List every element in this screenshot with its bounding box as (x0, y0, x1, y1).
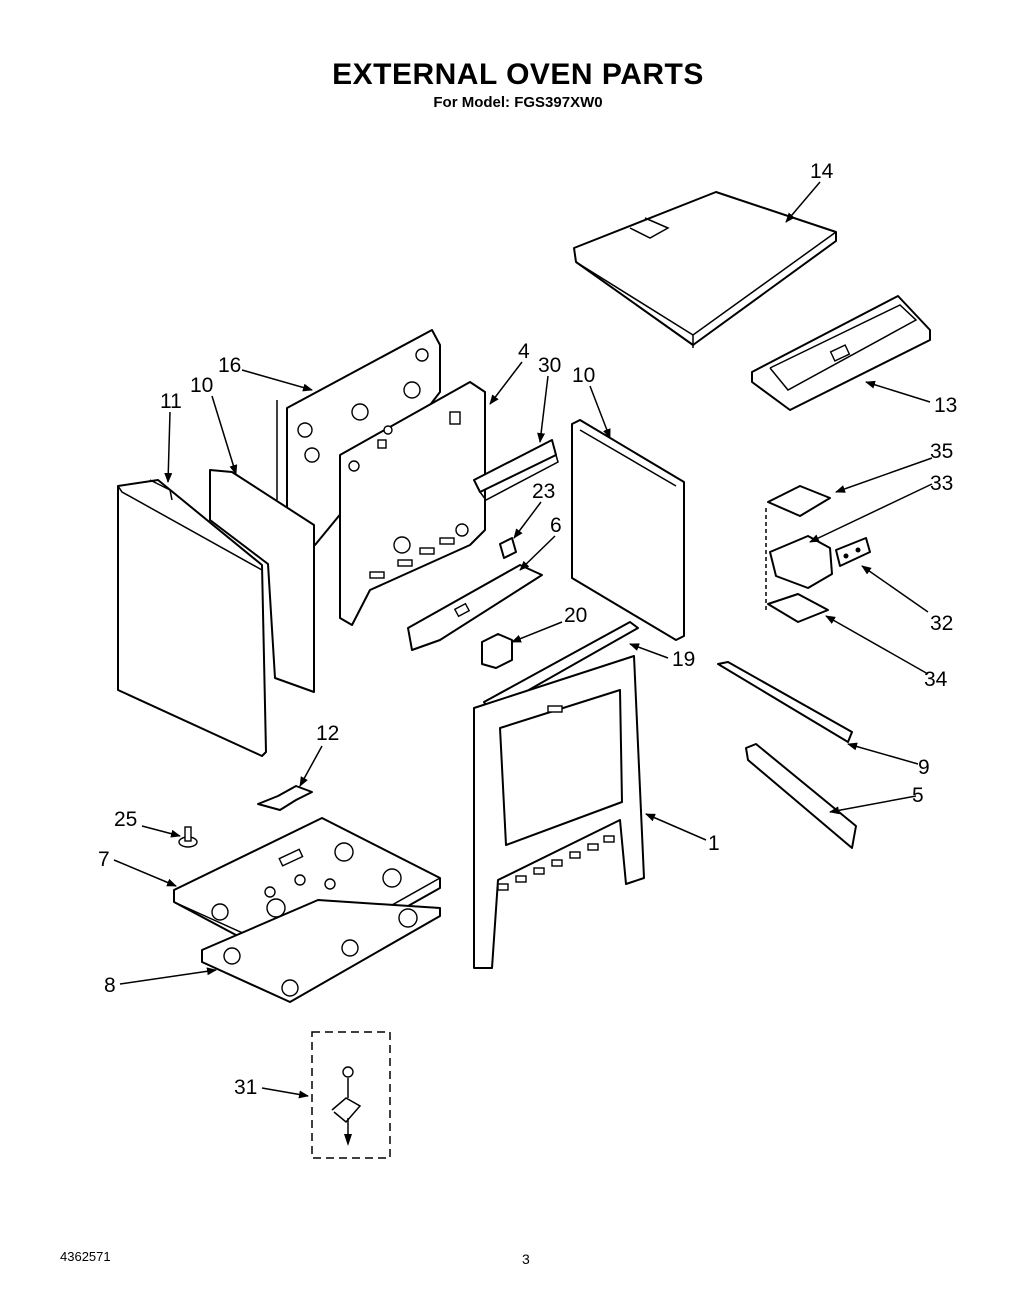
callout-1: 1 (708, 832, 720, 855)
callout-31: 31 (234, 1076, 257, 1099)
part-10-side-panel-left[interactable] (209, 469, 315, 693)
callout-10-right: 10 (572, 364, 595, 387)
part-13-rear-rail[interactable] (751, 295, 931, 411)
callout-13: 13 (934, 394, 957, 417)
leader-lines (113, 181, 933, 1099)
callout-6: 6 (550, 514, 562, 537)
callout-5: 5 (912, 784, 924, 807)
part-32-plate[interactable] (835, 537, 871, 567)
part-33-bracket[interactable] (769, 535, 833, 589)
part-35-shield[interactable] (767, 485, 831, 517)
callout-8: 8 (104, 974, 116, 997)
part-30-bracket[interactable] (473, 439, 559, 501)
part-23-clip[interactable] (499, 537, 517, 559)
part-25-leveling-foot[interactable] (178, 826, 198, 848)
part-31-hardware-kit[interactable] (311, 1031, 391, 1159)
callout-12: 12 (316, 722, 339, 745)
callout-20: 20 (564, 604, 587, 627)
part-16-rear-panel[interactable] (276, 329, 441, 549)
page-title: EXTERNAL OVEN PARTS (332, 58, 704, 91)
callout-25: 25 (114, 808, 137, 831)
callout-10-left: 10 (190, 374, 213, 397)
callout-14: 14 (810, 160, 834, 183)
callout-30: 30 (538, 354, 561, 377)
part-5-rail[interactable] (745, 743, 857, 849)
part-20-bracket[interactable] (481, 633, 513, 669)
callout-7: 7 (98, 848, 110, 871)
callout-19: 19 (672, 648, 695, 671)
callout-23: 23 (532, 480, 555, 503)
callout-33: 33 (930, 472, 953, 495)
callout-34: 34 (924, 668, 948, 691)
model-subtitle: For Model: FGS397XW0 (433, 94, 603, 111)
part-34-shield[interactable] (767, 593, 829, 623)
part-11-outer-side-panel[interactable] (117, 479, 267, 757)
part-6-front-rail[interactable] (407, 564, 543, 651)
callout-16: 16 (218, 354, 241, 377)
part-12-bracket[interactable] (257, 785, 313, 811)
part-8-base-plate[interactable] (201, 899, 441, 1003)
callout-35: 35 (930, 440, 953, 463)
document-number: 4362571 (60, 1249, 111, 1264)
callout-32: 32 (930, 612, 953, 635)
page-number: 3 (522, 1251, 530, 1267)
callout-9: 9 (918, 756, 930, 779)
callout-11: 11 (160, 390, 182, 413)
part-10-side-panel-right[interactable] (571, 419, 685, 641)
part-9-trim[interactable] (717, 661, 853, 743)
part-1-front-frame[interactable] (473, 655, 645, 969)
callout-labels: 14 13 16 4 30 10 11 10 35 33 23 6 32 20 … (98, 160, 957, 1099)
part-14-top-panel[interactable] (573, 191, 837, 348)
callout-4: 4 (518, 340, 530, 363)
part-4-oven-back-liner[interactable] (339, 381, 486, 626)
